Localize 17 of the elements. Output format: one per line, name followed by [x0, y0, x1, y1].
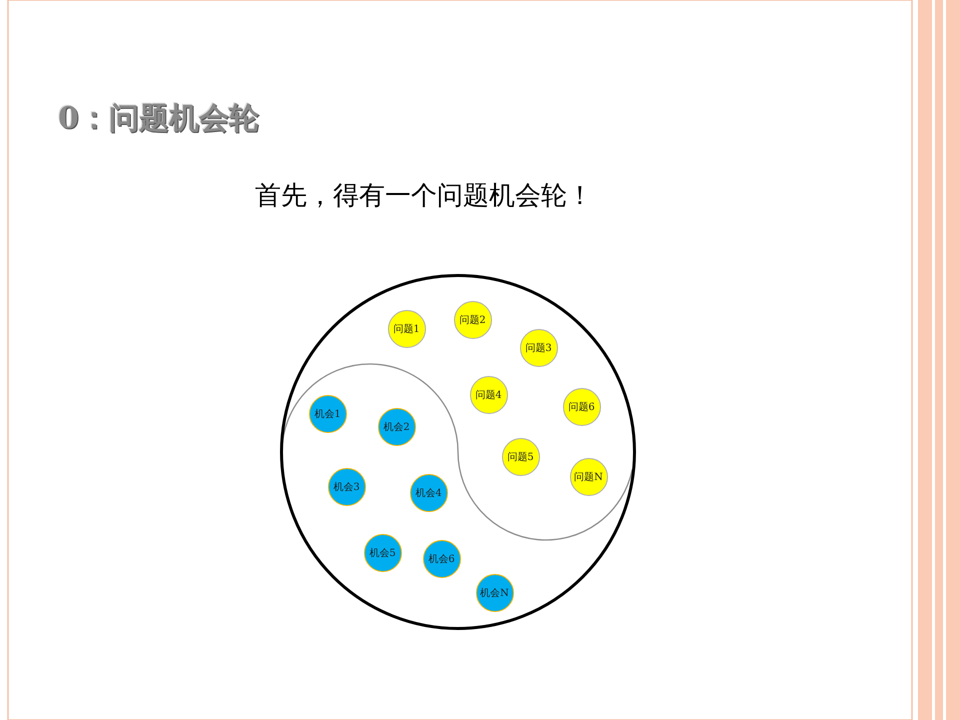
opportunity-circle: 机会1	[308, 394, 346, 432]
opportunity-circle: 机会6	[422, 540, 460, 578]
wheel-circle	[280, 274, 636, 630]
problem-circle: 问题N	[570, 458, 608, 496]
problem-circle: 问题2	[454, 300, 492, 338]
opportunity-circle: 机会3	[328, 468, 366, 506]
slide-title: 0：问题机会轮	[58, 100, 259, 138]
subtitle: 首先，得有一个问题机会轮！	[255, 180, 593, 213]
opportunity-circle: 机会4	[410, 474, 448, 512]
opportunity-circle: 机会N	[476, 574, 514, 612]
problem-circle: 问题4	[470, 376, 508, 414]
problem-circle: 问题6	[562, 388, 600, 426]
problem-circle: 问题3	[520, 328, 558, 366]
problem-circle: 问题1	[388, 310, 426, 348]
opportunity-circle: 机会2	[378, 408, 416, 446]
problem-circle: 问题5	[502, 438, 540, 476]
opportunity-circle: 机会5	[364, 534, 402, 572]
